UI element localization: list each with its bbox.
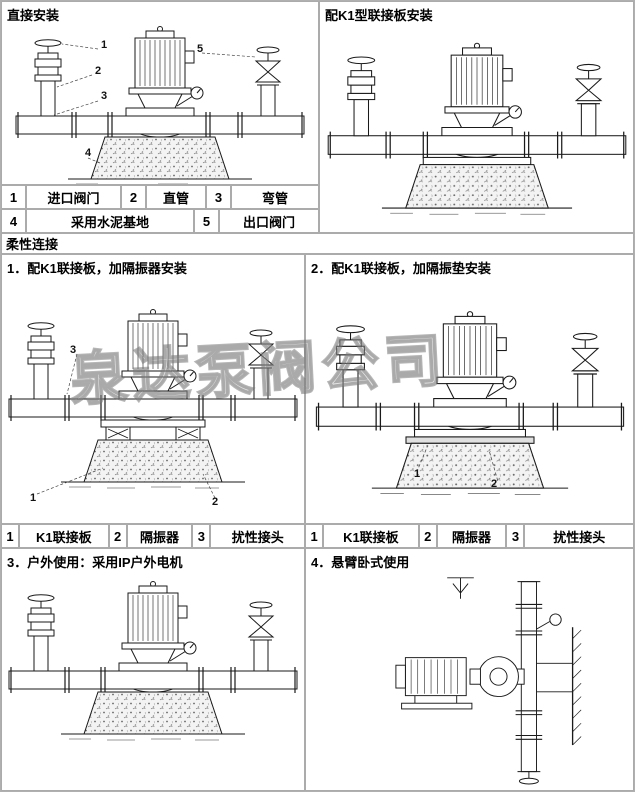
legend-cell-label: 扰性接头	[524, 524, 634, 548]
top-row: 直接安装 1 2	[1, 1, 634, 233]
legend-cell-num: 3	[506, 524, 525, 548]
panel-outdoor-use: 3．户外使用：采用IP户外电机	[1, 548, 306, 791]
callout-1: 1	[414, 468, 421, 480]
leader-lines	[415, 446, 498, 481]
panel-title-outdoor: 3．户外使用：采用IP户外电机	[7, 555, 183, 570]
legend-cell-label: 采用水泥基地	[26, 209, 194, 233]
panel-title-k1: 配K1型联接板安装	[325, 8, 433, 23]
legend-direct-row1: 1 进口阀门 2 直管 3 弯管	[1, 185, 319, 209]
legend-cell-label: 弯管	[231, 185, 319, 209]
leader-lines	[36, 353, 216, 499]
panel-cantilever-horizontal: 4．悬臂卧式使用	[305, 548, 634, 791]
leader-lines	[53, 43, 257, 164]
callout-1: 1	[101, 39, 108, 51]
panel-isolator-install: 1．配K1联接板，加隔振器安装 3 1 2	[1, 254, 306, 524]
legend-cell-label: 隔振器	[126, 524, 193, 548]
legend-cell-num: 2	[418, 524, 437, 548]
pump-diagram-horizontal	[394, 577, 582, 785]
legend-cell-num: 2	[108, 524, 127, 548]
panel-title-pad: 2．配K1联接板，加隔振垫安装	[311, 261, 491, 276]
pump-diagram-pad	[315, 310, 624, 496]
callout-5: 5	[197, 43, 204, 55]
bottom-row: 3．户外使用：采用IP户外电机 4．悬臂卧式使用	[1, 548, 634, 791]
pump-diagram-outdoor	[8, 580, 298, 741]
panel-direct-install: 直接安装 1 2	[1, 1, 319, 185]
callout-2: 2	[491, 478, 498, 490]
callout-2: 2	[95, 65, 102, 77]
direct-install-column: 直接安装 1 2	[1, 1, 319, 233]
legend-cell-label: 隔振器	[436, 524, 507, 548]
panel-pad-install: 2．配K1联接板，加隔振垫安装 1 2	[305, 254, 634, 524]
legend-cell-label: K1联接板	[18, 524, 109, 548]
legend-direct-row2: 4 采用水泥基地 5 出口阀门	[1, 209, 319, 233]
legend-cell-num: 1	[1, 185, 26, 209]
legend-cell-num: 4	[1, 209, 26, 233]
legend-cell-num: 2	[121, 185, 146, 209]
legend-cell-num: 3	[206, 185, 231, 209]
legend-cell-num: 1	[305, 524, 324, 548]
legend-flexible-row: 1 K1联接板 2 隔振器 3 扰性接头 1 K1联接板 2 隔振器 3 扰性接…	[1, 524, 634, 548]
pump-diagram-direct	[15, 25, 305, 184]
panel-title-direct: 直接安装	[7, 8, 60, 23]
callout-3: 3	[101, 90, 108, 102]
panel-title-cantilever: 4．悬臂卧式使用	[311, 555, 410, 570]
legend-cell-label: K1联接板	[323, 524, 419, 548]
legend-cell-label: 进口阀门	[26, 185, 121, 209]
panel-title-isolator: 1．配K1联接板，加隔振器安装	[7, 261, 187, 276]
callout-2: 2	[212, 496, 219, 508]
callout-4: 4	[85, 147, 92, 159]
pump-diagram-isolator	[8, 308, 298, 499]
legend-cell-num: 3	[192, 524, 211, 548]
legend-cell-num: 5	[194, 209, 219, 233]
legend-cell-label: 直管	[146, 185, 206, 209]
pump-diagram-k1	[327, 42, 626, 215]
legend-cell-label: 扰性接头	[210, 524, 306, 548]
callout-3: 3	[70, 344, 77, 356]
legend-cell-num: 1	[1, 524, 19, 548]
callout-1: 1	[30, 492, 37, 504]
section-header-flexible: 柔性连接	[1, 233, 634, 254]
middle-row: 1．配K1联接板，加隔振器安装 3 1 2 2．配K1联	[1, 254, 634, 524]
panel-k1-install: 配K1型联接板安装	[319, 1, 634, 233]
legend-cell-label: 出口阀门	[219, 209, 319, 233]
